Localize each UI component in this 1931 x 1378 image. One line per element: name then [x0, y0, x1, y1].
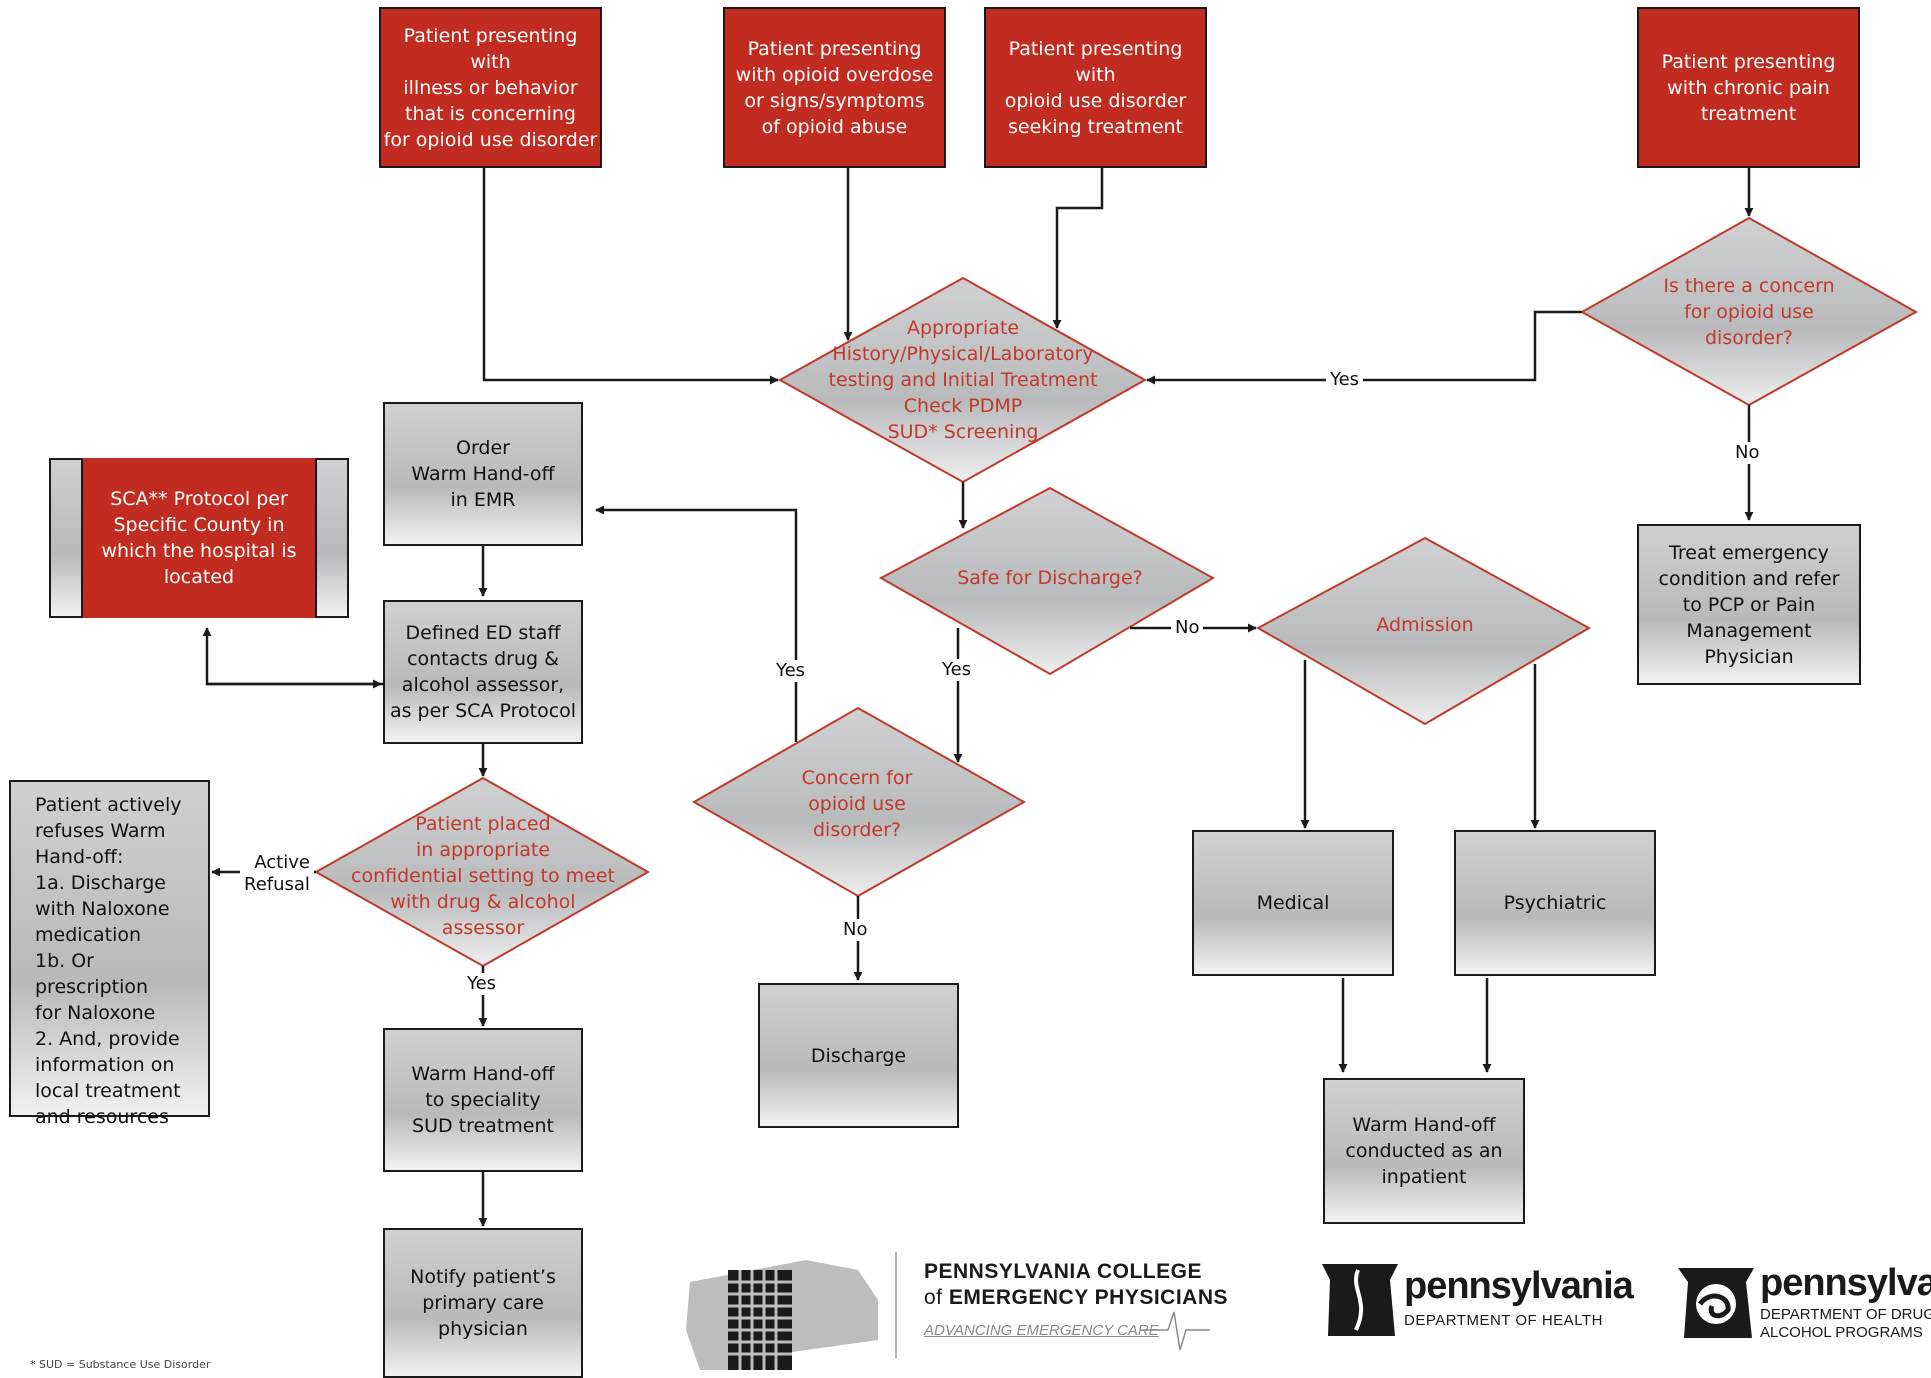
ekg-line-icon	[1140, 1311, 1210, 1351]
doh-keystone-logo	[1322, 1264, 1398, 1336]
edge-illness-assessment	[482, 168, 779, 385]
ddap-keystone-logo	[1678, 1268, 1754, 1338]
safe-discharge-diamond	[878, 486, 1216, 676]
assessment-label: Appropriate History/Physical/Laboratory …	[828, 317, 1098, 443]
start-chronic-pain: Patient presenting with chronic pain tre…	[1637, 7, 1860, 168]
label-yes-chronic: Yes	[1326, 369, 1364, 391]
treat-emergency: Treat emergency condition and refer to P…	[1637, 524, 1861, 685]
doh-name: pennsylvania	[1404, 1265, 1634, 1307]
footnote: * SUD = Substance Use Disorder	[30, 1358, 211, 1371]
label-active-refusal: Active Refusal	[240, 852, 314, 896]
label-no-safe: No	[1171, 617, 1204, 639]
edge-concern-yes-order	[595, 505, 798, 742]
start-overdose: Patient presenting with opioid overdose …	[723, 7, 946, 168]
concern-chronic-label: Is there a concern for opioid use disord…	[1663, 275, 1835, 349]
concern-oud-label: Concern for opioid use disorder?	[801, 767, 913, 841]
label-yes-safe: Yes	[938, 659, 976, 681]
edge-seeking-assessment	[1052, 168, 1104, 329]
pacep-name-line2: of EMERGENCY PHYSICIANS	[924, 1286, 1228, 1310]
sca-protocol: SCA** Protocol per Specific County in wh…	[81, 458, 317, 618]
pacep-of: of	[924, 1286, 949, 1309]
ddap-dept-line2: ALCOHOL PROGRAMS	[1760, 1324, 1923, 1341]
ddap-name: pennsylvan	[1760, 1262, 1931, 1304]
discharge: Discharge	[758, 983, 959, 1128]
start-illness: Patient presenting with illness or behav…	[379, 7, 602, 168]
sca-protocol-box: SCA** Protocol per Specific County in wh…	[49, 458, 349, 618]
notify-pcp: Notify patient’s primary care physician	[383, 1228, 583, 1378]
medical: Medical	[1192, 830, 1394, 976]
warm-handoff-inpatient: Warm Hand-off conducted as an inpatient	[1323, 1078, 1525, 1224]
doh-dept: DEPARTMENT OF HEALTH	[1404, 1312, 1603, 1329]
pacep-tagline: ADVANCING EMERGENCY CARE	[924, 1322, 1159, 1339]
label-yes-placed: Yes	[463, 973, 501, 995]
edge-defined-sca	[202, 627, 383, 686]
pacep-logo	[686, 1252, 897, 1370]
admission-label: Admission	[1376, 614, 1474, 636]
defined-ed-staff: Defined ED staff contacts drug & alcohol…	[383, 600, 583, 744]
psychiatric: Psychiatric	[1454, 830, 1656, 976]
safe-discharge-label: Safe for Discharge?	[957, 567, 1143, 589]
admission-diamond	[1255, 536, 1592, 726]
warm-handoff-speciality: Warm Hand-off to speciality SUD treatmen…	[383, 1028, 583, 1172]
placed-label: Patient placed in appropriate confidenti…	[351, 813, 615, 939]
pacep-emergency: EMERGENCY PHYSICIANS	[948, 1286, 1229, 1309]
start-seeking-treatment: Patient presenting with opioid use disor…	[984, 7, 1207, 168]
pacep-name-line1: PENNSYLVANIA COLLEGE	[924, 1260, 1202, 1283]
order-warm-handoff: Order Warm Hand-off in EMR	[383, 402, 583, 546]
label-no-chronic: No	[1731, 442, 1764, 464]
edge-concern-yes-assessment	[1146, 310, 1582, 385]
label-no-concern: No	[839, 919, 872, 941]
refuses-warm-handoff: Patient actively refuses Warm Hand-off: …	[9, 780, 210, 1128]
label-yes-concern: Yes	[772, 660, 810, 682]
ddap-dept-line1: DEPARTMENT OF DRUG	[1760, 1306, 1931, 1323]
